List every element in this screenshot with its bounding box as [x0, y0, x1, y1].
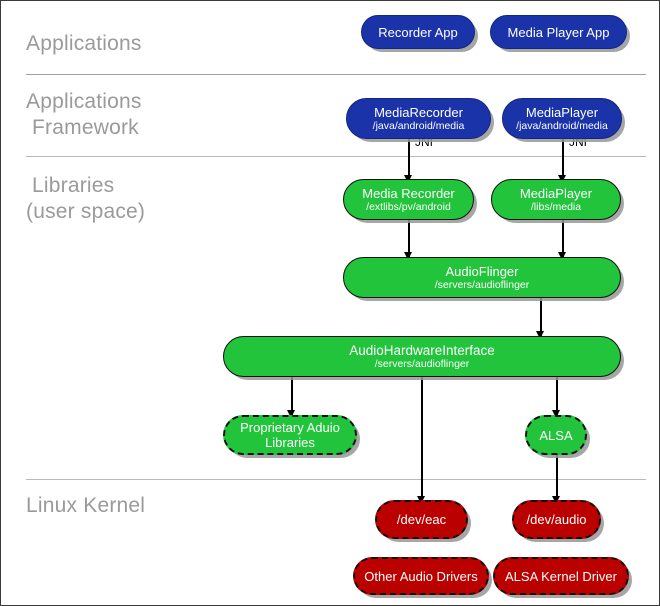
arrowhead-audioflinger-audiohardwareinterface — [536, 331, 544, 339]
node-dev-eac[interactable]: /dev/eac — [375, 500, 468, 539]
node-title: ALSA Kernel Driver — [505, 568, 617, 584]
connector-mediarecorderlib-audioflinger — [408, 220, 410, 258]
node-subtitle: /servers/audioflinger — [434, 279, 530, 291]
connector-alsa-devaudio — [556, 453, 558, 500]
node-title: MediaPlayer — [525, 105, 599, 120]
node-subtitle: /libs/media — [530, 201, 582, 213]
node-subtitle: /extlibs/pv/android — [366, 201, 451, 213]
connector-mediaplayer-jni — [562, 139, 564, 178]
node-title: Media Recorder — [362, 186, 455, 201]
layer-label-applications: Applications — [26, 32, 142, 55]
node-audioflinger[interactable]: AudioFlinger /servers/audioflinger — [343, 257, 621, 298]
arrowhead-mediarecorderlib-audioflinger — [404, 252, 412, 260]
connector-ahi-deveac — [421, 375, 423, 500]
connector-audioflinger-audiohardwareinterface — [540, 297, 542, 337]
layer-label-libraries: Libraries (user space) — [26, 174, 146, 223]
node-title: Recorder App — [378, 24, 458, 40]
node-subtitle: Libraries — [265, 435, 315, 450]
connector-mediaplayerlib-audioflinger — [562, 220, 564, 258]
layer-label-linux-kernel: Linux Kernel — [26, 494, 146, 517]
node-proprietary-audio-libraries[interactable]: Proprietary Aduio Libraries — [223, 415, 357, 455]
connector-ahi-proprietary — [291, 375, 293, 415]
divider-applications — [26, 74, 646, 75]
node-other-audio-drivers[interactable]: Other Audio Drivers — [353, 557, 489, 595]
node-media-recorder-library[interactable]: Media Recorder /extlibs/pv/android — [343, 179, 474, 220]
node-subtitle: /java/android/media — [516, 120, 608, 132]
node-alsa[interactable]: ALSA — [525, 415, 587, 455]
node-mediarecorder-framework[interactable]: MediaRecorder /java/android/media — [346, 98, 491, 139]
connector-mediarecorder-jni — [408, 139, 410, 178]
node-title: AudioHardwareInterface — [349, 343, 495, 358]
node-alsa-kernel-driver[interactable]: ALSA Kernel Driver — [493, 557, 629, 595]
divider-framework — [26, 156, 646, 157]
node-subtitle: /servers/audioflinger — [374, 358, 470, 370]
node-title: /dev/audio — [526, 512, 587, 527]
divider-kernel — [26, 479, 646, 480]
node-recorder-app[interactable]: Recorder App — [361, 15, 475, 49]
node-title: MediaRecorder — [374, 105, 463, 120]
node-subtitle: /java/android/media — [372, 120, 465, 132]
node-title: Media Player App — [507, 24, 610, 40]
node-title: ALSA — [539, 427, 573, 443]
node-media-player-library[interactable]: MediaPlayer /libs/media — [491, 179, 621, 220]
node-mediaplayer-framework[interactable]: MediaPlayer /java/android/media — [502, 98, 622, 139]
arrowhead-ahi-proprietary — [287, 410, 295, 418]
node-media-player-app[interactable]: Media Player App — [490, 15, 627, 49]
connector-ahi-alsa — [556, 375, 558, 415]
node-title: Other Audio Drivers — [364, 568, 478, 584]
node-title: /dev/eac — [396, 512, 447, 527]
layer-label-applications-framework: Applications Framework — [26, 90, 142, 139]
node-title: MediaPlayer — [519, 186, 593, 201]
node-title: Proprietary Aduio — [240, 420, 340, 435]
node-audiohardwareinterface[interactable]: AudioHardwareInterface /servers/audiofli… — [223, 336, 621, 377]
arrowhead-mediaplayerlib-audioflinger — [558, 252, 566, 260]
arrowhead-ahi-alsa — [552, 410, 560, 418]
node-dev-audio[interactable]: /dev/audio — [512, 500, 601, 539]
node-title: AudioFlinger — [445, 264, 519, 279]
